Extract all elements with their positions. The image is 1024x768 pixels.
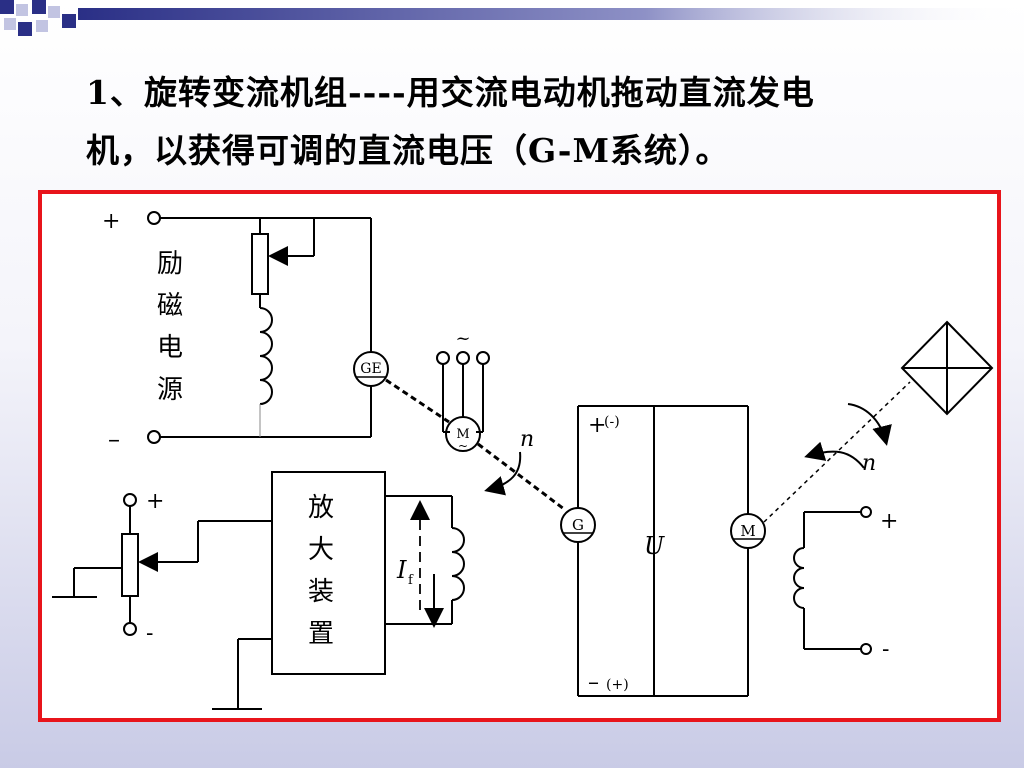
circuit-svg: + – 励 磁 电 源 GE ~ M ~ n G M + (-) – (+) U… [52,209,994,710]
rotation-arrow [804,441,865,469]
ref-minus-terminal [123,622,137,636]
exc-plus-label: + [102,209,120,234]
deco-square [36,20,48,32]
slide-decoration [0,0,1024,36]
armature-minus-label: – [588,670,599,695]
exc-minus-terminal [147,430,161,444]
field-current-label: I [396,556,407,584]
rotation-arrow [484,451,522,496]
motor-label: M [740,522,755,540]
voltage-label: U [644,532,665,560]
shaft-to-load [763,381,911,523]
deco-square [62,14,76,28]
amplifier-label-char: 大 [308,535,334,565]
deco-square [0,0,14,14]
reference-potentiometer [121,533,139,597]
shaft-coupling [385,378,450,424]
deco-square [4,18,16,30]
amplifier-label-char: 置 [308,619,334,649]
ac-terminal [436,351,450,365]
title-line-1: 1、旋转变流机组----用交流电动机拖动直流发电 [86,73,815,112]
armature-plus-reverse: (-) [604,414,620,430]
ac-terminal [456,351,470,365]
ac-terminal [476,351,490,365]
ac-symbol: ~ [455,328,470,349]
ge-field-coil [259,307,273,405]
deco-square [48,6,60,18]
motor-field-minus-label: - [882,637,889,662]
speed-label: n [520,427,534,452]
motor-field-plus-label: + [880,509,898,534]
title-line-2: 机，以获得可调的直流电压（G-M系统）。 [86,131,730,170]
field-rheostat [251,233,269,295]
armature-minus-reverse: (+) [606,677,629,693]
motor-speed-label: n [862,451,876,476]
excitation-label-char: 源 [157,375,183,405]
armature-plus-label: + [588,413,606,438]
ge-label: GE [360,361,381,377]
amplifier-label-char: 放 [308,493,334,523]
excitation-label-char: 磁 [157,291,183,321]
rotation-arrow [847,403,892,446]
ref-plus-label: + [146,489,164,514]
exc-minus-label: – [108,425,120,453]
ac-motor-tilde: ~ [458,439,468,453]
deco-bar [78,8,1024,20]
motor-field-coil [793,547,805,609]
deco-square [16,4,28,16]
amplifier-label-char: 装 [308,577,334,607]
shaft-coupling [477,442,565,511]
deco-square [32,0,46,14]
excitation-label-char: 励 [157,249,183,279]
generator-field-coil [451,527,465,601]
generator-label: G [572,516,584,534]
ref-minus-label: - [146,621,153,646]
ref-plus-terminal [123,493,137,507]
exc-plus-terminal [147,211,161,225]
ac-motor-label: M [456,427,469,442]
excitation-label-char: 电 [157,333,183,363]
amplifier-block [271,471,386,675]
field-current-subscript: f [408,573,414,588]
deco-square [18,22,32,36]
gm-system-diagram: + – 励 磁 电 源 GE ~ M ~ n G M + (-) – (+) U… [38,190,1001,722]
motor-field-plus-terminal [860,506,872,518]
motor-field-minus-terminal [860,643,872,655]
